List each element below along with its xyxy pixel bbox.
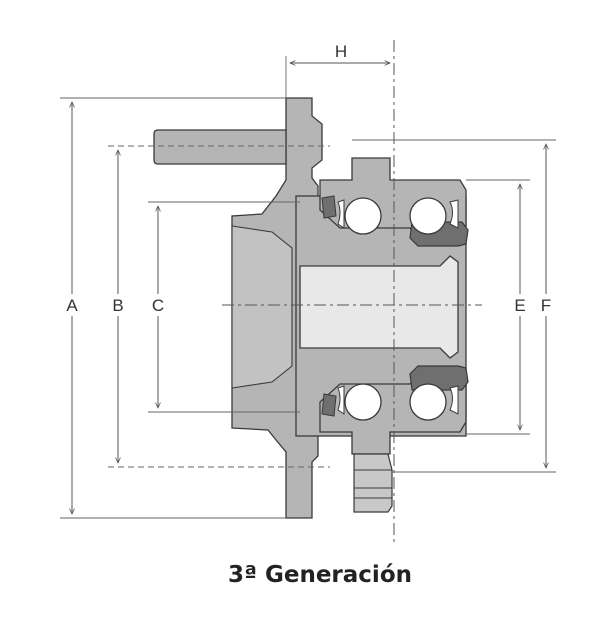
tone-ring <box>353 453 393 513</box>
tone-ring-teeth <box>354 469 392 499</box>
ball-lower-inner <box>344 383 382 421</box>
ball-upper-outer <box>409 197 447 235</box>
ball-cages <box>337 199 459 415</box>
label-C: C <box>152 296 164 315</box>
hub-bore <box>299 255 459 359</box>
ball-lower-outer <box>409 383 447 421</box>
label-E: E <box>514 296 525 315</box>
seal-inner-upper <box>321 195 337 219</box>
ball-upper-inner <box>344 197 382 235</box>
seal-inner-lower <box>321 393 337 417</box>
flange-recess <box>231 225 293 389</box>
label-F: F <box>541 296 551 315</box>
diagram-caption: 3ª Generación <box>228 562 412 588</box>
bearing-balls <box>344 197 447 421</box>
centerlines <box>222 40 482 546</box>
dimension-labels: A B C E F H <box>64 42 554 316</box>
label-H: H <box>335 42 347 61</box>
extension-lines <box>60 56 556 519</box>
label-B: B <box>112 296 123 315</box>
wheel-stud <box>153 129 287 165</box>
label-A: A <box>66 296 78 315</box>
